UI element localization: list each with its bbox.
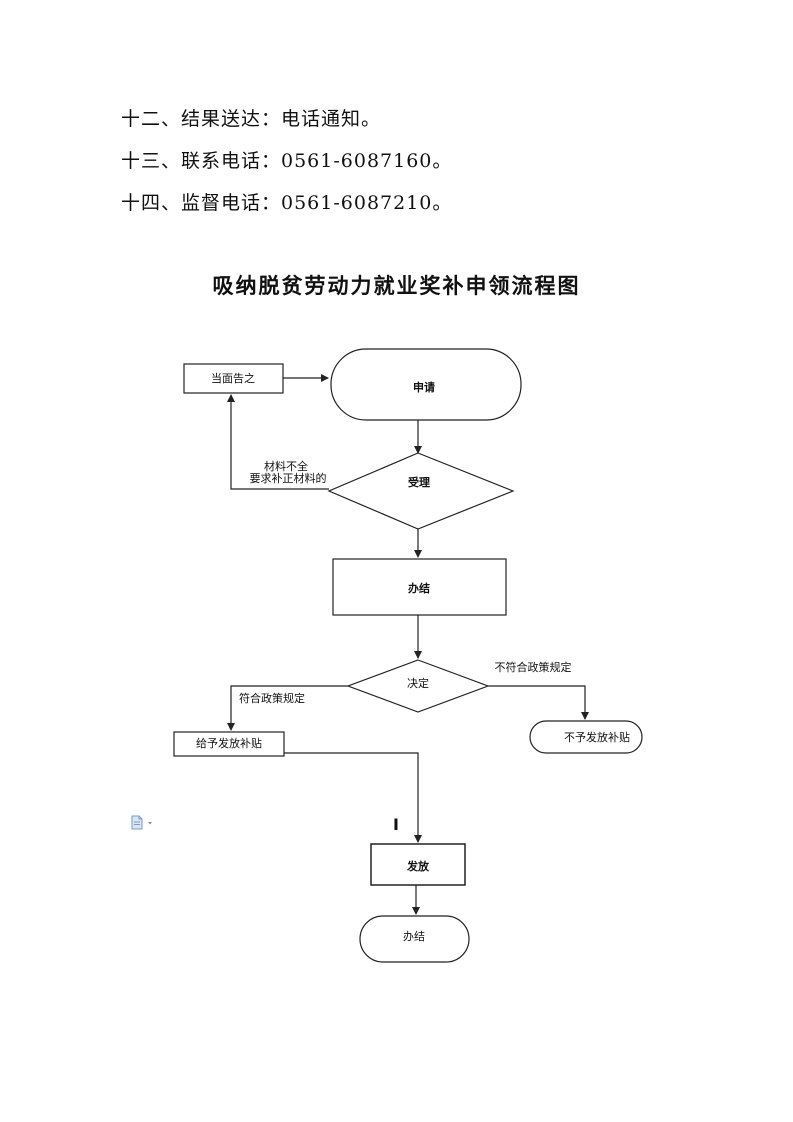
issue-label: 发放 — [406, 859, 430, 873]
decide-decision — [346, 659, 490, 713]
accept-label: 受理 — [408, 475, 430, 489]
noncompliant-label: 不符合政策规定 — [495, 660, 572, 674]
deny-label: 不予发放补贴 — [564, 730, 630, 744]
text-cursor-mark: I — [393, 815, 399, 834]
chevron-down-icon — [148, 822, 152, 825]
section-14: 十四、监督电话：0561-6087210。 — [121, 192, 453, 214]
process-label: 办结 — [408, 581, 430, 595]
grant-label: 给予发放补贴 — [196, 736, 262, 750]
deny-terminal — [529, 720, 643, 754]
accept-decision — [327, 452, 515, 530]
issue-box — [370, 843, 466, 886]
inform-label: 当面告之 — [211, 371, 255, 385]
incomplete-label-line2: 要求补正材料的 — [250, 471, 327, 485]
process-box — [332, 558, 507, 616]
apply-terminal — [330, 348, 522, 421]
finish-label: 办结 — [403, 930, 425, 943]
section-13: 十三、联系电话：0561-6087160。 — [121, 150, 453, 172]
compliant-label: 符合政策规定 — [239, 691, 305, 705]
decide-label: 决定 — [407, 676, 429, 690]
flowchart-connectors — [227, 374, 589, 915]
document-icon — [131, 815, 152, 830]
flowchart-title: 吸纳脱贫劳动力就业奖补申领流程图 — [212, 273, 581, 298]
section-12: 十二、结果送达：电话通知。 — [121, 108, 382, 130]
grant-box — [173, 731, 285, 757]
incomplete-label-line1: 材料不全 — [264, 459, 308, 473]
finish-terminal — [359, 915, 470, 963]
apply-label: 申请 — [413, 380, 435, 394]
paste-options-button[interactable] — [130, 815, 156, 831]
inform-box — [183, 363, 284, 394]
